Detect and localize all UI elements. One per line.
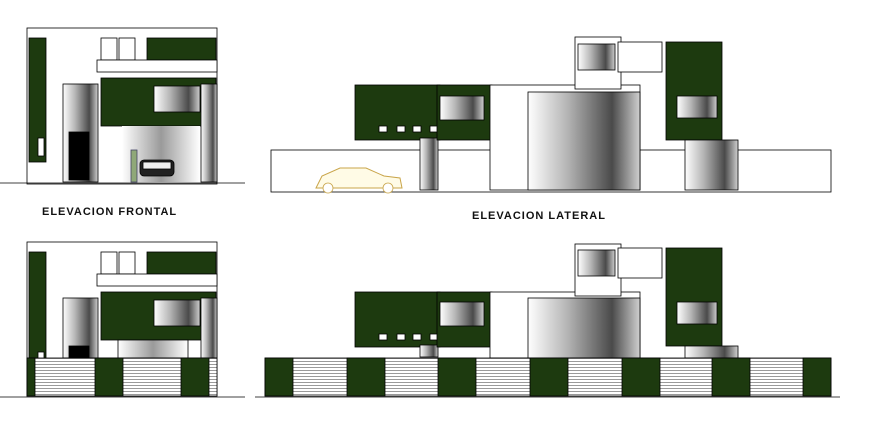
front-elevation-bottom bbox=[0, 241, 245, 398]
side-elevation-bottom bbox=[255, 243, 840, 398]
side-elevation-label: ELEVACION LATERAL bbox=[472, 210, 606, 222]
side-elevation-top bbox=[270, 36, 832, 194]
front-elevation-label: ELEVACION FRONTAL bbox=[42, 206, 178, 218]
front-elevation-top bbox=[0, 27, 245, 185]
